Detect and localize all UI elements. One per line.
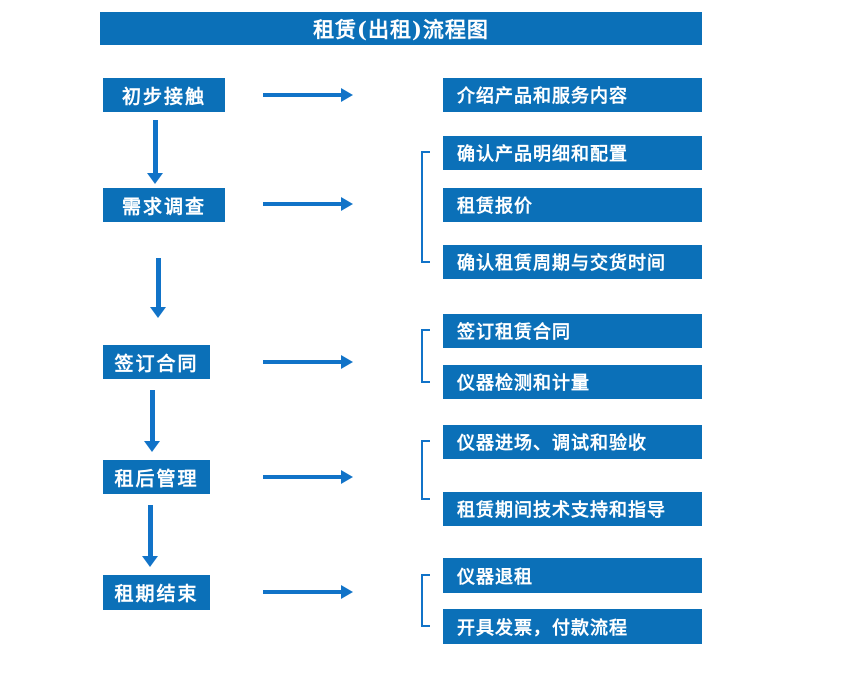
detail-box-technical-support-guidance: 租赁期间技术支持和指导 (443, 492, 702, 526)
detail-box-instrument-entry-debug-acceptance: 仪器进场、调试和验收 (443, 425, 702, 459)
stage-box-initial-contact: 初步接触 (103, 78, 225, 112)
down-arrow-1 (147, 120, 163, 184)
stage-box-lease-end: 租期结束 (103, 575, 210, 610)
down-arrow-2-shaft (155, 258, 161, 308)
detail-box-instrument-inspection-metering: 仪器检测和计量 (443, 365, 702, 399)
right-arrow-3-head (341, 355, 353, 369)
down-arrow-2 (150, 258, 166, 318)
down-arrow-3-head (144, 441, 160, 452)
down-arrow-1-shaft (152, 120, 158, 174)
right-arrow-4-shaft (263, 475, 342, 479)
down-arrow-3 (144, 390, 160, 452)
right-arrow-5-head (341, 585, 353, 599)
down-arrow-4-shaft (147, 505, 153, 557)
right-arrow-5 (263, 585, 353, 599)
bracket-group-5 (421, 574, 430, 627)
detail-box-invoice-payment-process: 开具发票，付款流程 (443, 609, 702, 644)
stage-box-sign-contract: 签订合同 (103, 345, 210, 379)
right-arrow-4-head (341, 470, 353, 484)
right-arrow-3-shaft (263, 360, 342, 364)
detail-box-sign-rental-contract: 签订租赁合同 (443, 314, 702, 348)
flowchart-title: 租赁(出租)流程图 (100, 12, 702, 45)
detail-box-confirm-rental-period-delivery: 确认租赁周期与交货时间 (443, 245, 702, 279)
right-arrow-1-head (341, 88, 353, 102)
bracket-group-3 (421, 329, 430, 383)
stage-box-post-rental-management: 租后管理 (103, 460, 210, 494)
detail-box-introduce-products-services: 介绍产品和服务内容 (443, 78, 702, 112)
right-arrow-3 (263, 355, 353, 369)
bracket-group-2 (421, 151, 430, 263)
down-arrow-2-head (150, 307, 166, 318)
right-arrow-1-shaft (263, 93, 342, 97)
bracket-group-4 (421, 440, 430, 500)
detail-box-instrument-return: 仪器退租 (443, 558, 702, 593)
right-arrow-2-shaft (263, 202, 342, 206)
right-arrow-2 (263, 197, 353, 211)
right-arrow-5-shaft (263, 590, 342, 594)
right-arrow-1 (263, 88, 353, 102)
detail-box-confirm-product-details: 确认产品明细和配置 (443, 136, 702, 170)
right-arrow-4 (263, 470, 353, 484)
down-arrow-3-shaft (149, 390, 155, 442)
down-arrow-4 (142, 505, 158, 567)
right-arrow-2-head (341, 197, 353, 211)
detail-box-rental-quote: 租赁报价 (443, 188, 702, 222)
down-arrow-1-head (147, 173, 163, 184)
down-arrow-4-head (142, 556, 158, 567)
stage-box-demand-survey: 需求调查 (103, 188, 225, 222)
